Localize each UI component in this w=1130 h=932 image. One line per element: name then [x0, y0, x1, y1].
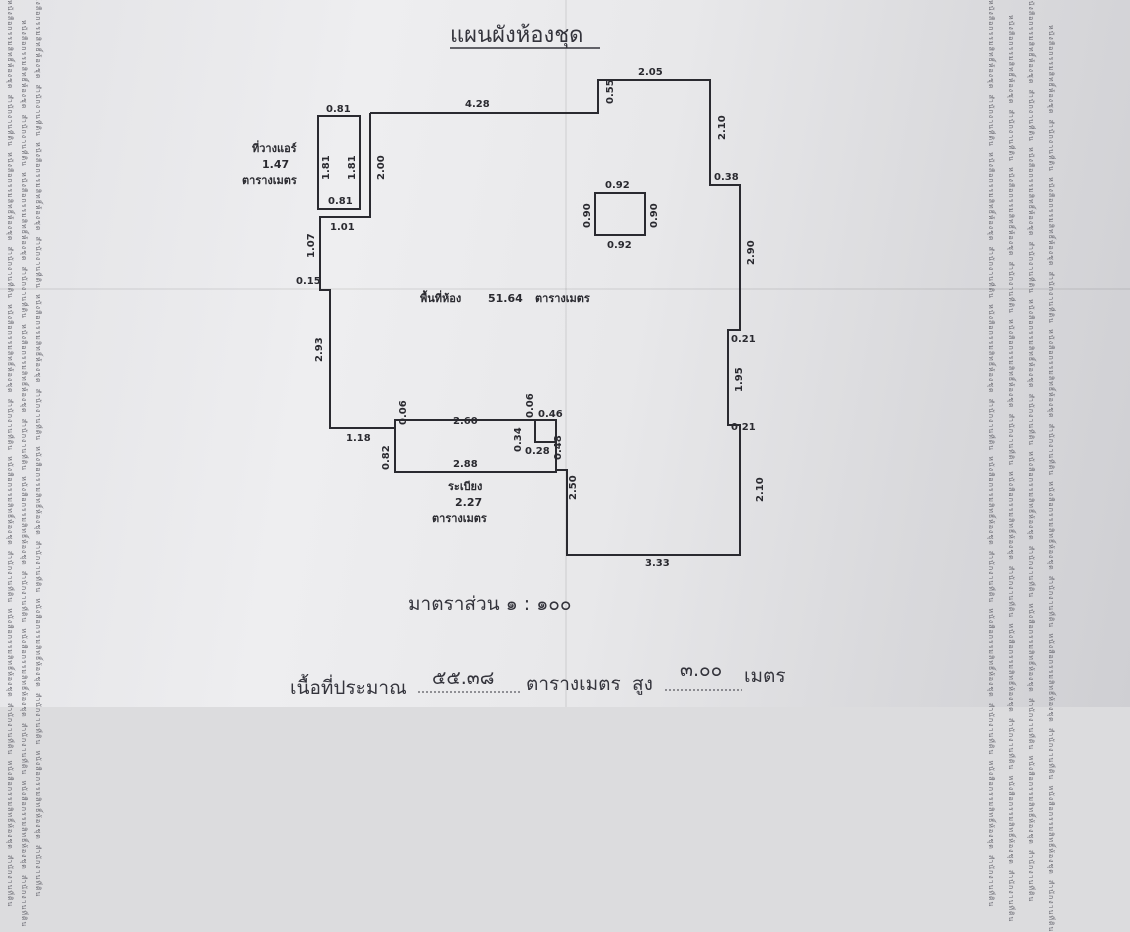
- dim-bal-left: 0.82: [381, 445, 392, 470]
- footer-area-value: ๕๕.๓๘: [432, 667, 494, 689]
- dim-ac-bottom: 0.81: [328, 196, 353, 207]
- dim-bal-bottom: 2.88: [453, 459, 478, 470]
- dim-bal-inner: 0.34: [513, 427, 524, 452]
- right-margin-text-2: หนังสือกรรมสิทธิ์ห้องชุด สำนักงานที่ดิน …: [1007, 15, 1015, 923]
- dim-ac-right: 1.81: [347, 155, 358, 180]
- right-margin-text-1: หนังสือกรรมสิทธิ์ห้องชุด สำนักงานที่ดิน …: [987, 0, 995, 908]
- dim-col-left: 0.90: [582, 203, 593, 228]
- floor-plan: แผนผังห้องชุด 4.28 2.05 0.55 2.10 0.38 2…: [242, 23, 786, 699]
- dim-left-lower: 2.93: [314, 337, 325, 362]
- dim-bottom: 3.33: [645, 558, 670, 569]
- dim-right-upper: 2.10: [717, 115, 728, 140]
- scale-text: มาตราส่วน ๑ : ๑๐๐: [408, 593, 572, 615]
- vertical-fold: [565, 0, 567, 707]
- aircon-unit: ตารางเมตร: [242, 174, 297, 187]
- dim-ac-top: 0.81: [326, 104, 351, 115]
- balcony-area: 2.27: [455, 496, 482, 509]
- dim-right-notch: 0.38: [714, 172, 739, 183]
- balcony-outline: [394, 420, 557, 473]
- room-outline: [319, 79, 741, 556]
- dim-right-notch2: 0.21: [731, 334, 756, 345]
- aircon-label: ที่วางแอร์: [252, 140, 297, 155]
- dim-bal-inner-side: 0.48: [553, 435, 564, 460]
- aircon-ledge: [317, 115, 361, 210]
- dim-bottom-left-col: 2.50: [568, 475, 579, 500]
- dim-right-col: 1.95: [734, 367, 745, 392]
- dim-ac-left: 1.81: [321, 155, 332, 180]
- footer-height-unit: เมตร: [744, 665, 786, 687]
- dim-bal-left-notch: 0.06: [398, 400, 409, 425]
- balcony-unit: ตารางเมตร: [432, 512, 487, 525]
- dim-right-mid: 2.90: [746, 240, 757, 265]
- right-margin-text-3: หนังสือกรรมสิทธิ์ห้องชุด สำนักงานที่ดิน …: [1027, 0, 1035, 903]
- left-margin-text-3: หนังสือกรรมสิทธิ์ห้องชุด สำนักงานที่ดิน …: [34, 0, 42, 898]
- dim-left-notch: 0.15: [296, 276, 321, 287]
- dim-right-lower: 2.10: [755, 477, 766, 502]
- footer-height-label: สูง: [632, 673, 653, 695]
- dim-step-top: 0.55: [605, 79, 616, 104]
- left-margin-text-1: หนังสือกรรมสิทธิ์ห้องชุด สำนักงานที่ดิน …: [6, 0, 14, 908]
- balcony-label: ระเบียง: [448, 480, 482, 493]
- dim-col-top: 0.92: [605, 180, 630, 191]
- dim-right-notch3: 0.21: [731, 422, 756, 433]
- column: [594, 192, 646, 236]
- dim-bal-top: 2.60: [453, 416, 478, 427]
- dim-top-right: 2.05: [638, 67, 663, 78]
- dim-col-bottom: 0.92: [607, 240, 632, 251]
- right-margin-text-4: หนังสือกรรมสิทธิ์ห้องชุด สำนักงานที่ดิน …: [1047, 25, 1055, 932]
- footer-label: เนื้อที่ประมาณ: [290, 674, 407, 699]
- dim-bal-right-notch: 0.06: [525, 393, 536, 418]
- dim-top-wall: 4.28: [465, 99, 490, 110]
- dim-bal-inner-bottom: 0.28: [525, 446, 550, 457]
- dim-bottom-left: 1.18: [346, 433, 371, 444]
- left-margin-text-2: หนังสือกรรมสิทธิ์ห้องชุด สำนักงานที่ดิน …: [20, 20, 28, 928]
- dim-col-right: 0.90: [649, 203, 660, 228]
- aircon-area: 1.47: [262, 158, 289, 171]
- room-area-label: พื้นที่ห้อง: [420, 290, 461, 305]
- dim-bal-small: 0.46: [538, 409, 563, 420]
- room-area-unit: ตารางเมตร: [535, 292, 590, 305]
- plan-title: แผนผังห้องชุด: [450, 23, 583, 48]
- footer-area-unit: ตารางเมตร: [526, 673, 621, 695]
- dim-left-mid: 1.07: [306, 233, 317, 258]
- dim-left-upper: 2.00: [376, 155, 387, 180]
- dim-left-step: 1.01: [330, 222, 355, 233]
- horizontal-fold: [0, 288, 1130, 290]
- footer-height-value: ๓.๐๐: [680, 659, 722, 681]
- room-area-value: 51.64: [488, 292, 523, 305]
